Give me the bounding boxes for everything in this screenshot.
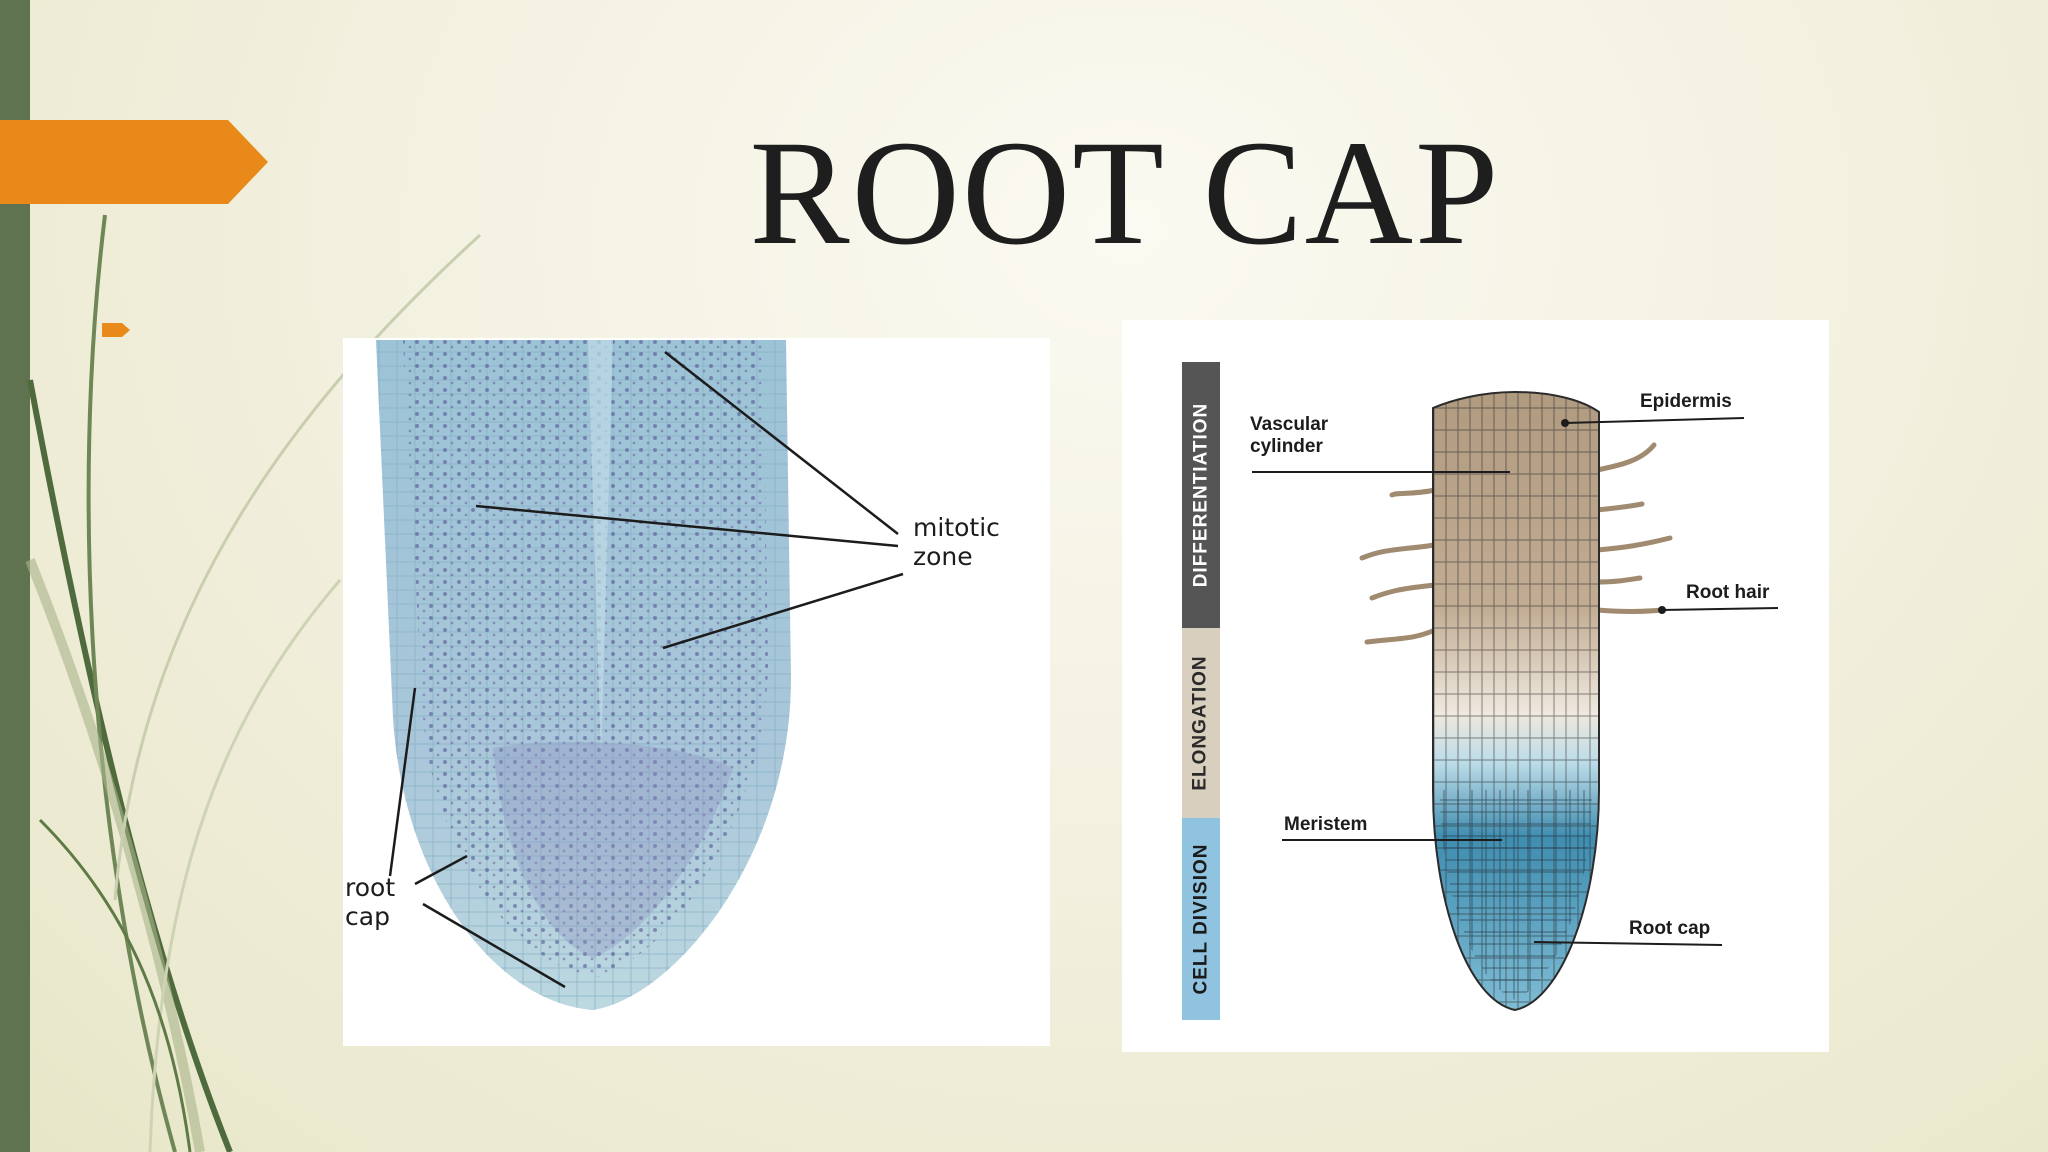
micrograph-image bbox=[376, 340, 904, 1010]
orange-accent-tab bbox=[0, 120, 268, 204]
root-diagram-drawing bbox=[1252, 390, 1779, 1012]
slide-title: ROOT CAP bbox=[749, 110, 1501, 276]
bullet-icon bbox=[102, 323, 130, 337]
mitotic-zone-label: mitotic zone bbox=[913, 513, 1000, 571]
stage-elongation: ELONGATION bbox=[1182, 628, 1220, 818]
root-cap-label: root cap bbox=[345, 873, 396, 931]
root-tip-diagram: DIFFERENTIATION ELONGATION CELL DIVISION bbox=[1122, 320, 1829, 1052]
stage-differentiation: DIFFERENTIATION bbox=[1182, 362, 1220, 628]
diagram-root-cap-label: Root cap bbox=[1629, 918, 1711, 939]
decorative-swirls bbox=[25, 214, 482, 1152]
vascular-cylinder-label: Vascular cylinder bbox=[1250, 414, 1329, 457]
root-hair-label: Root hair bbox=[1686, 582, 1770, 603]
root-tip-micrograph: mitotic zone root cap bbox=[343, 338, 1050, 1046]
meristem-label: Meristem bbox=[1284, 814, 1368, 835]
epidermis-label: Epidermis bbox=[1640, 391, 1732, 412]
stage-cell-division: CELL DIVISION bbox=[1182, 818, 1220, 1020]
